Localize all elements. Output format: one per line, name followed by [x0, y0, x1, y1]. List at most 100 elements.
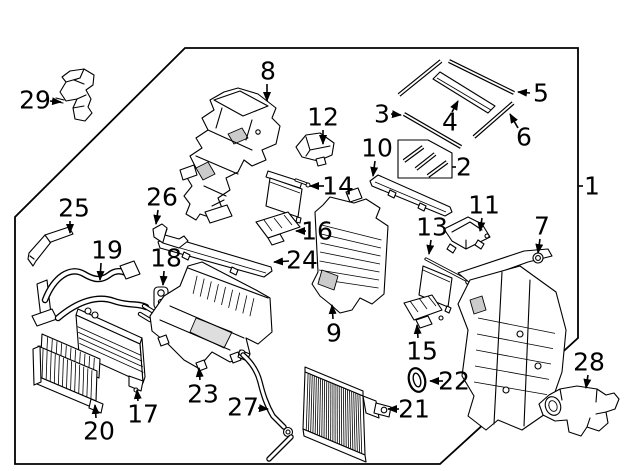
callout-29-leader [49, 97, 62, 106]
callout-25-label: 25 [58, 194, 90, 223]
callout-2-label: 2 [456, 153, 472, 182]
callout-27: 27 [227, 393, 269, 422]
callout-25: 25 [58, 194, 90, 234]
part-27-drain-hose [238, 349, 294, 462]
callout-3: 3 [374, 100, 402, 129]
case-ribs [473, 317, 556, 396]
part-28-duct [538, 385, 620, 437]
callout-14: 14 [309, 172, 354, 201]
evaporator-fins [305, 373, 363, 455]
callout-15-label: 15 [406, 337, 438, 366]
callout-10-label: 10 [361, 134, 393, 163]
callout-22-label: 22 [438, 367, 470, 396]
callout-12-label: 12 [307, 103, 339, 132]
callout-18-leader [159, 270, 168, 286]
callout-12: 12 [307, 103, 339, 145]
callout-11: 11 [468, 191, 500, 232]
part-5-seal-strips [397, 59, 515, 97]
part-15-lever [403, 294, 444, 329]
callout-17-leader [133, 389, 142, 402]
element-fins-lower [41, 348, 93, 400]
part-25-bracket [27, 226, 74, 267]
callout-26-label: 26 [146, 183, 178, 212]
part-10-rail [369, 174, 453, 217]
part-22-grommet [407, 367, 427, 393]
callout-23-label: 23 [187, 380, 219, 409]
callout-1-label: 1 [584, 172, 600, 201]
callout-4-label: 4 [442, 108, 458, 137]
callout-11-leader [477, 217, 486, 232]
callout-8: 8 [260, 57, 276, 102]
callout-28: 28 [573, 348, 605, 389]
callout-26: 26 [146, 183, 178, 225]
callout-5: 5 [517, 79, 549, 108]
callout-19-label: 19 [91, 236, 123, 265]
callout-20-leader [91, 404, 100, 419]
callout-13-label: 13 [416, 213, 448, 242]
callout-23: 23 [187, 367, 219, 409]
callout-17: 17 [127, 389, 159, 429]
callout-10: 10 [361, 134, 393, 177]
part-29-bracket [55, 68, 95, 122]
callout-2: 2 [452, 153, 472, 182]
callout-7-leader [535, 238, 544, 254]
part-6-seal-strip [472, 101, 515, 139]
callout-20: 20 [83, 404, 115, 446]
callout-9: 9 [326, 304, 342, 348]
callout-3-leader [390, 110, 402, 119]
callout-14-label: 14 [322, 172, 354, 201]
callout-29-label: 29 [19, 86, 51, 115]
part-9-case-center [311, 187, 389, 314]
callout-1: 1 [578, 172, 600, 201]
callout-24: 24 [273, 246, 318, 275]
callout-15: 15 [406, 324, 438, 366]
callout-28-label: 28 [573, 348, 605, 377]
callout-5-leader [517, 88, 531, 97]
part-21-evaporator [302, 366, 392, 463]
callout-9-label: 9 [326, 319, 342, 348]
case-ribs [192, 275, 255, 317]
callout-22: 22 [429, 367, 470, 396]
callout-17-label: 17 [127, 400, 159, 429]
callout-20-label: 20 [83, 417, 115, 446]
callout-5-label: 5 [533, 79, 549, 108]
part-16-lever [255, 211, 301, 246]
callout-15-leader [413, 324, 422, 339]
part-7-case-right [457, 248, 567, 431]
callout-19: 19 [91, 236, 123, 281]
part-11-bracket [443, 216, 491, 254]
callout-6: 6 [509, 113, 532, 152]
callout-18-label: 18 [150, 244, 182, 273]
part-26-bracket [152, 223, 189, 249]
part-3-seal-strip [402, 112, 463, 149]
callout-29: 29 [19, 86, 62, 115]
callout-18: 18 [150, 244, 182, 286]
callout-23-leader [195, 367, 204, 381]
part-4-seal-strip [432, 71, 496, 114]
part-2-seal-kit-box [397, 139, 453, 179]
assembly-boundary [14, 47, 579, 465]
callout-7-label: 7 [534, 212, 550, 241]
part-12-bracket [295, 132, 335, 167]
callout-24-label: 24 [286, 246, 318, 275]
heater-core-lines [77, 326, 144, 373]
callout-9-leader [328, 304, 337, 320]
callout-10-leader [370, 160, 379, 177]
callout-8-label: 8 [260, 57, 276, 86]
callout-4-leader [450, 100, 459, 113]
callout-13-leader [426, 239, 435, 255]
part-20-heated-element [32, 333, 104, 414]
callout-4: 4 [442, 100, 459, 137]
callout-16: 16 [295, 217, 333, 246]
callout-6-leader [509, 113, 519, 129]
callout-24-leader [273, 257, 290, 266]
callout-21: 21 [387, 395, 430, 424]
callout-19-leader [96, 262, 105, 281]
callout-27-label: 27 [227, 393, 259, 422]
part-8-case-upper [179, 87, 281, 224]
callout-21-label: 21 [398, 395, 430, 424]
callout-7: 7 [534, 212, 550, 254]
callout-6-label: 6 [516, 123, 532, 152]
callout-11-label: 11 [468, 191, 500, 220]
